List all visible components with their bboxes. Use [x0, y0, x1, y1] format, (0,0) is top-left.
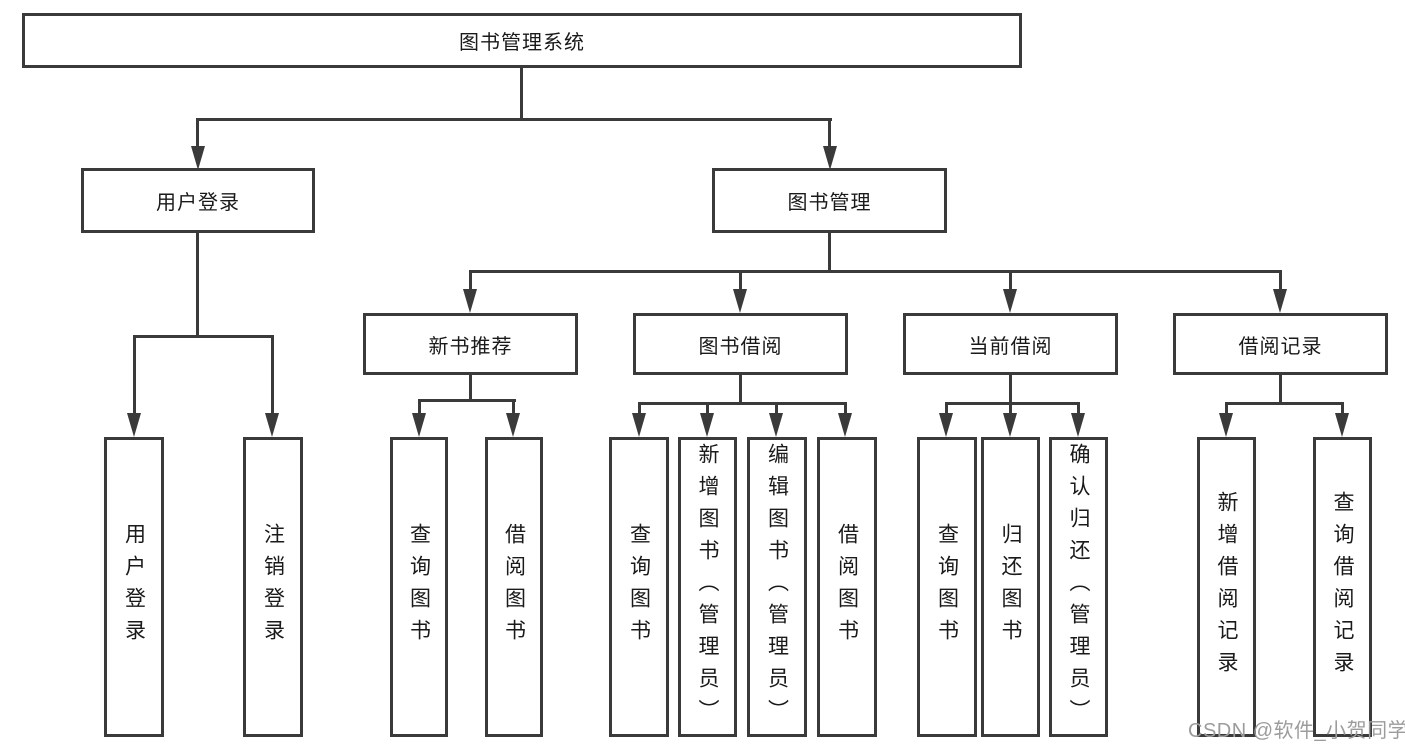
connector [945, 402, 1080, 405]
connector [520, 68, 523, 121]
arrowhead [1219, 413, 1233, 437]
arrowhead [1071, 413, 1085, 437]
connector [196, 232, 199, 338]
connector [945, 402, 948, 415]
connector [1077, 402, 1080, 415]
arrowhead [632, 413, 646, 437]
arrowhead [769, 413, 783, 437]
connector [1009, 375, 1012, 402]
node-leaf-query-books-recommend: 查询图书 [390, 437, 448, 737]
arrowhead [700, 413, 714, 437]
node-leaf-logout: 注销登录 [243, 437, 303, 737]
arrowhead [1273, 289, 1287, 313]
connector [133, 335, 274, 338]
connector [1279, 375, 1282, 402]
node-user-login: 用户登录 [81, 168, 315, 233]
watermark: CSDN @软件_小贺同学 [1188, 720, 1405, 742]
arrowhead [191, 146, 205, 170]
node-leaf-confirm-return-admin: 确认归还（管理员） [1049, 437, 1108, 737]
connector [739, 270, 742, 291]
connector [638, 402, 641, 415]
connector [271, 335, 274, 415]
arrowhead [939, 413, 953, 437]
connector [775, 402, 778, 415]
arrowhead [1003, 289, 1017, 313]
connector [133, 335, 136, 415]
connector [469, 270, 472, 291]
arrowhead [463, 289, 477, 313]
node-leaf-query-books-current: 查询图书 [917, 437, 977, 737]
node-new-book-recommend: 新书推荐 [363, 313, 578, 375]
connector [1225, 402, 1228, 415]
connector [828, 232, 831, 273]
arrowhead [733, 289, 747, 313]
connector [1225, 402, 1344, 405]
node-leaf-return-books: 归还图书 [981, 437, 1040, 737]
connector [844, 402, 847, 415]
connector [512, 399, 515, 415]
arrowhead [823, 146, 837, 170]
connector [828, 118, 831, 148]
connector [196, 118, 199, 148]
connector [1279, 270, 1282, 291]
node-library-system: 图书管理系统 [22, 13, 1022, 68]
connector [469, 375, 472, 402]
connector [196, 118, 832, 121]
connector [1009, 270, 1012, 291]
node-leaf-query-borrow-record: 查询借阅记录 [1313, 437, 1372, 737]
node-leaf-edit-books-admin: 编辑图书（管理员） [747, 437, 807, 737]
connector [469, 270, 1282, 273]
arrowhead [412, 413, 426, 437]
arrowhead [265, 413, 279, 437]
node-book-borrowing: 图书借阅 [633, 313, 848, 375]
node-leaf-borrow-books-recommend: 借阅图书 [485, 437, 543, 737]
arrowhead [127, 413, 141, 437]
node-leaf-add-books-admin: 新增图书（管理员） [678, 437, 737, 737]
connector [418, 399, 516, 402]
connector [706, 402, 709, 415]
connector [739, 375, 742, 402]
arrowhead [1003, 413, 1017, 437]
node-leaf-user-login: 用户登录 [104, 437, 164, 737]
arrowhead [506, 413, 520, 437]
node-current-borrowing: 当前借阅 [903, 313, 1118, 375]
node-borrow-records: 借阅记录 [1173, 313, 1388, 375]
connector [1341, 402, 1344, 415]
connector [418, 399, 421, 415]
node-book-management: 图书管理 [712, 168, 947, 233]
node-leaf-add-borrow-record: 新增借阅记录 [1197, 437, 1256, 737]
connector [1009, 402, 1012, 415]
node-leaf-borrow-books: 借阅图书 [817, 437, 877, 737]
arrowhead [838, 413, 852, 437]
connector [638, 402, 847, 405]
node-leaf-query-books-borrowing: 查询图书 [609, 437, 669, 737]
arrowhead [1335, 413, 1349, 437]
